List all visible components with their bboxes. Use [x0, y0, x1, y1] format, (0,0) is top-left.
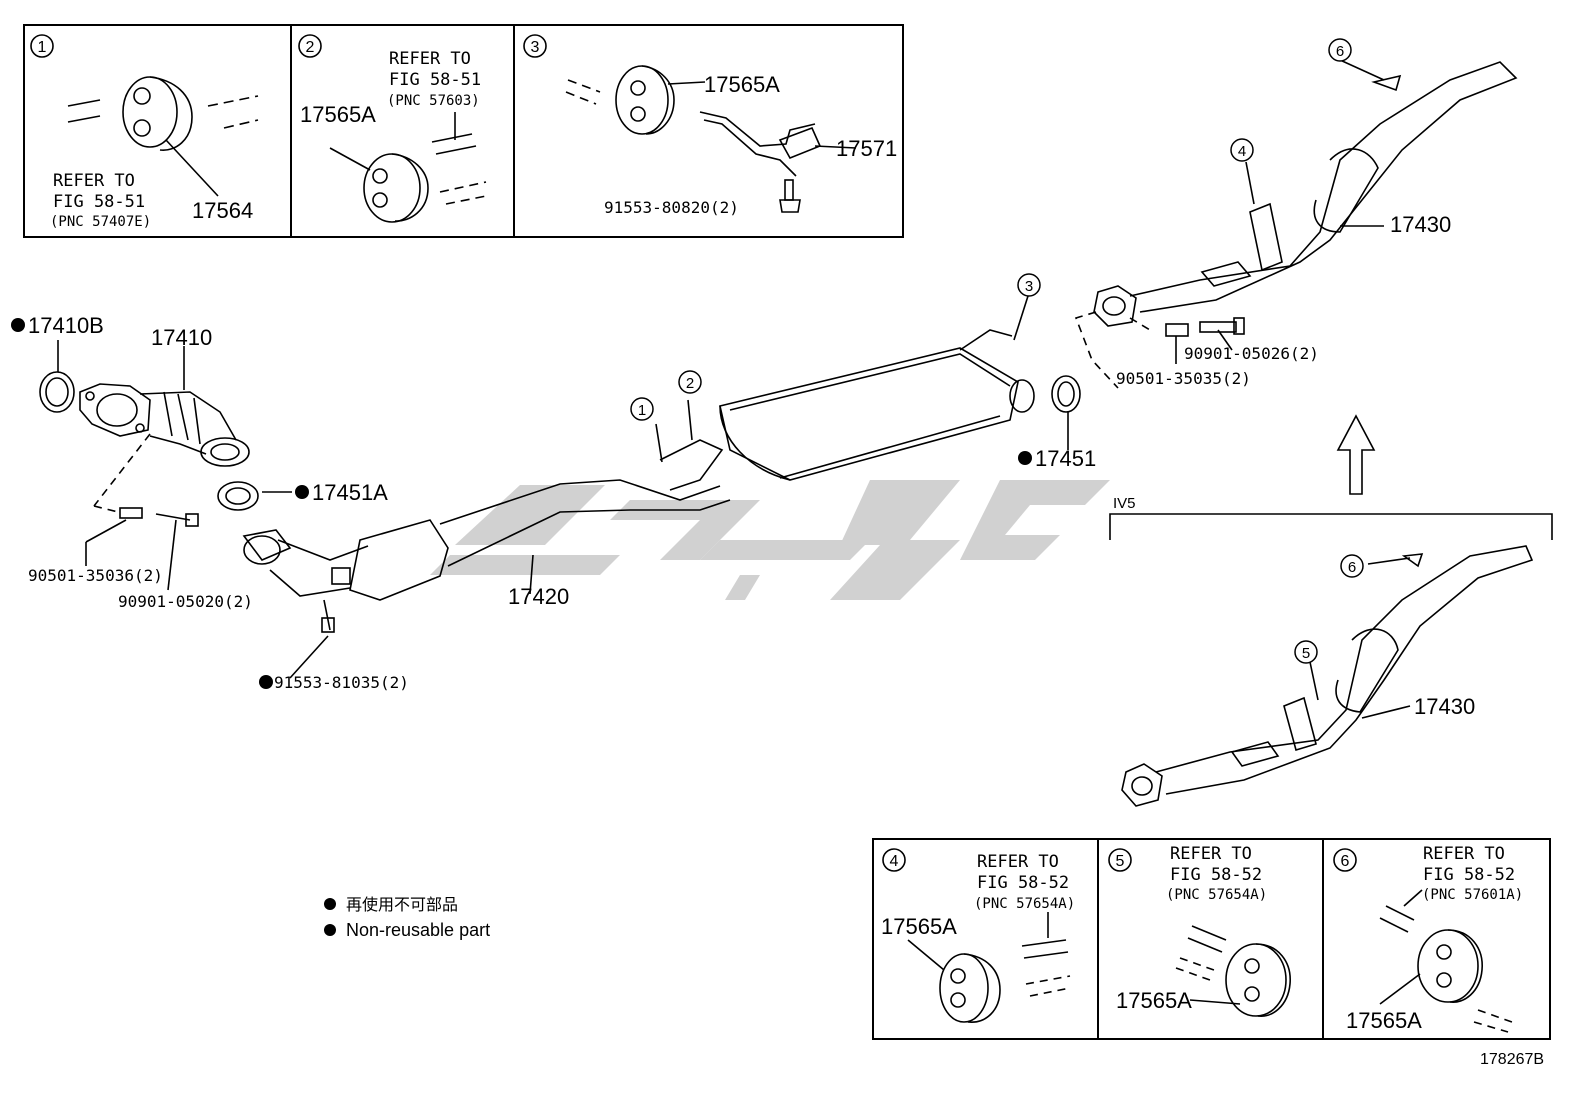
non-reusable-dot	[1018, 451, 1032, 465]
box1-refer-line2: FIG 58-51	[53, 192, 145, 212]
box2-refer-pnc: (PNC 57603)	[387, 93, 480, 109]
bolt-90901-05020-label: 90901-05020(2)	[118, 592, 253, 611]
bolt-90901-05026-label: 90901-05026(2)	[1184, 344, 1319, 363]
box2-refer-line2: FIG 58-51	[389, 70, 481, 90]
callout-1: 1	[638, 402, 646, 419]
callout-6-bottom: 6	[1348, 559, 1356, 576]
part-17430-upper-label: 17430	[1390, 212, 1451, 237]
center-pipe-assembly	[242, 479, 731, 679]
box1-artwork	[30, 34, 259, 197]
box5-artwork	[1108, 848, 1291, 1017]
legend-text-en: Non-reusable part	[346, 920, 490, 940]
box5-part-label: 17565A	[1116, 988, 1192, 1013]
box3-artwork	[523, 34, 857, 213]
box2-callout-number: 2	[306, 39, 315, 56]
box3-bolt-label: 91553-80820(2)	[604, 198, 739, 217]
callout-4: 4	[1238, 143, 1246, 160]
watermark-logo	[430, 480, 1110, 600]
box2-refer-line1: REFER TO	[389, 49, 471, 69]
part-17410B-label: 17410B	[28, 313, 104, 338]
spring-90501-35035-label: 90501-35035(2)	[1116, 369, 1251, 388]
callout-2: 2	[686, 375, 694, 392]
legend-dot	[324, 898, 336, 910]
non-reusable-dot	[295, 485, 309, 499]
part-17420-label: 17420	[508, 584, 569, 609]
box1-part-label: 17564	[192, 198, 253, 223]
box1-refer-line1: REFER TO	[53, 171, 135, 191]
non-reusable-dot	[259, 675, 273, 689]
box5-callout-number: 5	[1116, 853, 1125, 870]
stud-90501-35036-label: 90501-35036(2)	[28, 566, 163, 585]
callout-3: 3	[1025, 278, 1033, 295]
legend-text-cn: 再使用不可部品	[346, 895, 458, 914]
callout-5: 5	[1302, 645, 1310, 662]
box3-callout-number: 3	[531, 39, 540, 56]
box2-part-label: 17565A	[300, 102, 376, 127]
callout-circles-mid	[630, 273, 1041, 421]
box6-refer-line1: REFER TO	[1423, 844, 1505, 864]
tail-pipe-upper	[1074, 59, 1518, 389]
box4-part-label: 17565A	[881, 914, 957, 939]
box3-part-a-label: 17565A	[704, 72, 780, 97]
nut-91553-81035-label: 91553-81035(2)	[274, 673, 409, 692]
bottom-inset-boxes	[872, 838, 1551, 1040]
box6-artwork	[1333, 848, 1513, 1033]
box6-part-label: 17565A	[1346, 1008, 1422, 1033]
box4-refer-line2: FIG 58-52	[977, 873, 1069, 893]
tail-pipe-lower	[1121, 545, 1534, 807]
callout-circles-right	[1230, 38, 1364, 664]
part-17451-label: 17451	[1035, 446, 1096, 471]
box6-callout-number: 6	[1341, 853, 1350, 870]
box1-callout: 1	[38, 39, 47, 56]
box5-refer-pnc: (PNC 57654A)	[1166, 887, 1267, 903]
callout-6-top: 6	[1336, 43, 1344, 60]
legend-dot	[324, 924, 336, 936]
front-pipe-assembly	[39, 340, 292, 591]
box2-artwork	[298, 34, 487, 223]
muffler-assembly	[655, 295, 1081, 491]
non-reusable-dot	[11, 318, 25, 332]
top-inset-boxes	[23, 24, 904, 238]
box4-callout-number: 4	[890, 853, 899, 870]
part-17410-label: 17410	[151, 325, 212, 350]
part-17430-lower-label: 17430	[1414, 694, 1475, 719]
variant-bracket	[1109, 513, 1553, 540]
upward-arrow	[1336, 414, 1376, 495]
callout-number: 1	[38, 39, 47, 56]
variant-label: IV5	[1113, 495, 1136, 512]
box3-part-b-label: 17571	[836, 136, 897, 161]
box6-refer-pnc: (PNC 57601A)	[1422, 887, 1523, 903]
box5-refer-line2: FIG 58-52	[1170, 865, 1262, 885]
part-17451A-label: 17451A	[312, 480, 388, 505]
box4-artwork	[882, 848, 1071, 1023]
box5-refer-line1: REFER TO	[1170, 844, 1252, 864]
box4-refer-pnc: (PNC 57654A)	[974, 896, 1075, 912]
box6-refer-line2: FIG 58-52	[1423, 865, 1515, 885]
figure-code: 178267B	[1480, 1051, 1544, 1068]
box4-refer-line1: REFER TO	[977, 852, 1059, 872]
box1-refer-pnc: (PNC 57407E)	[50, 214, 151, 230]
